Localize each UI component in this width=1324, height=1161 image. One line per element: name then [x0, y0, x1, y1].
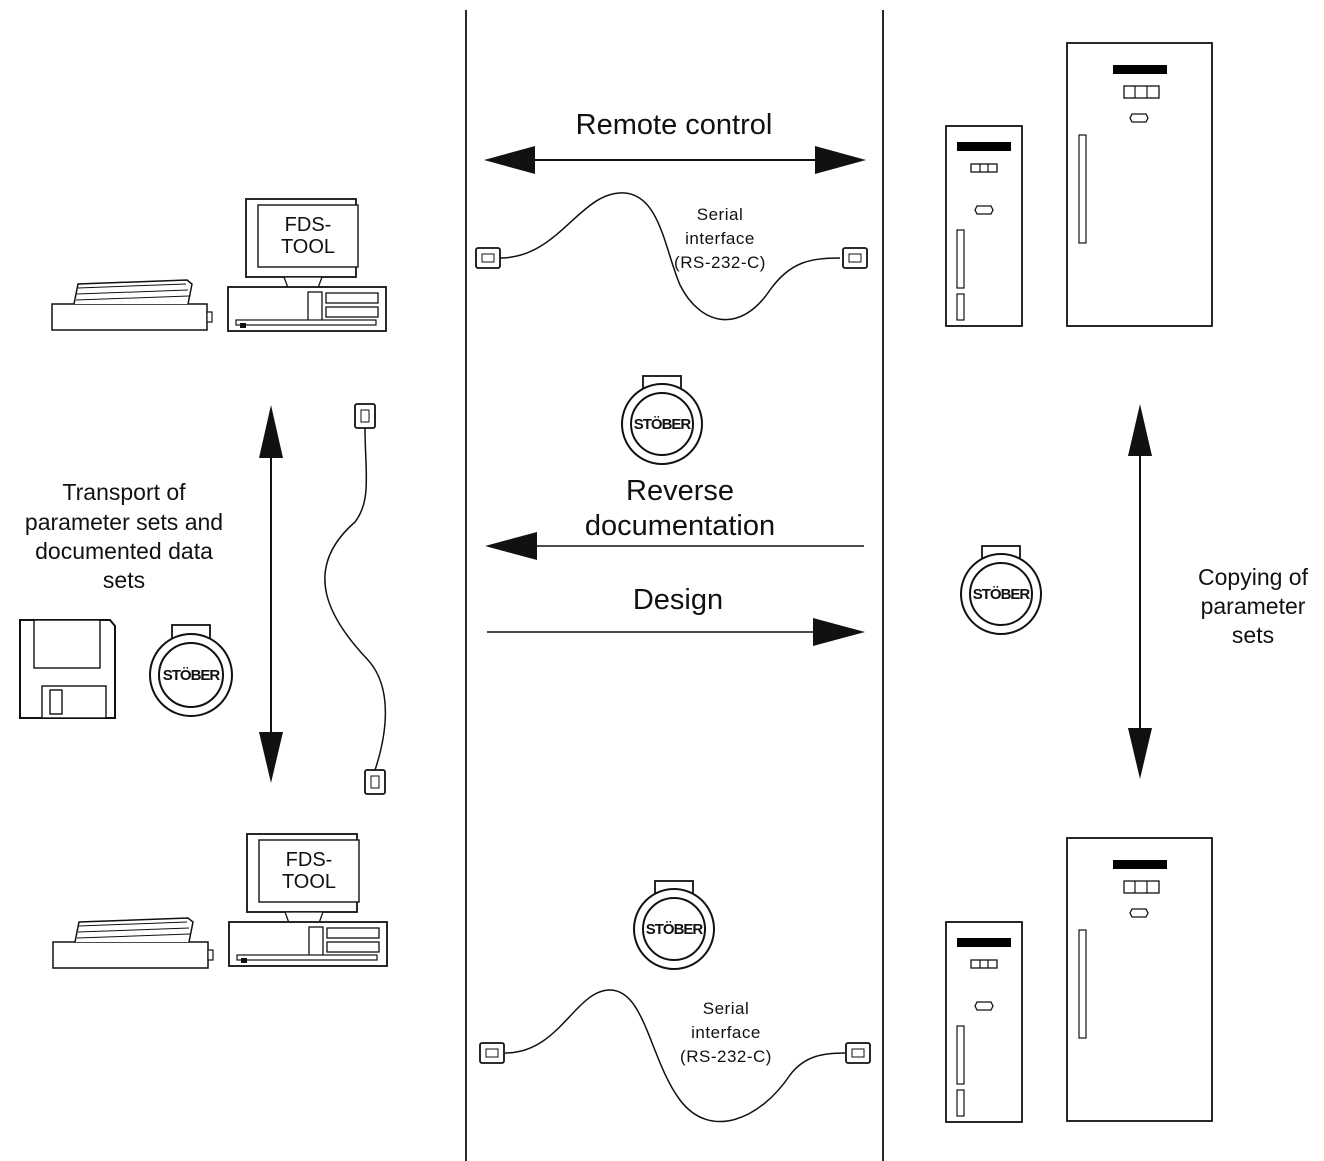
svg-text:parameter: parameter	[1201, 593, 1306, 619]
design-arrow	[487, 618, 865, 646]
serial-cable-bottom	[479, 989, 871, 1123]
pc-monitor-icon: FDS- TOOL	[245, 198, 359, 289]
pc-station-bottom: FDS- TOOL	[52, 833, 388, 969]
plug-icon	[479, 1042, 505, 1064]
pc-station-top: FDS- TOOL	[51, 198, 387, 332]
pc-base-icon	[228, 921, 388, 967]
plug-icon	[354, 403, 376, 429]
svg-text:Reverse: Reverse	[626, 475, 734, 507]
remote-control-label: Remote control	[576, 109, 773, 141]
serial-interface-label-top: Serial interface (RS-232-C)	[674, 205, 766, 272]
pc-screen-line-1: FDS-	[285, 214, 332, 236]
svg-text:Copying of: Copying of	[1198, 564, 1309, 590]
remote-control-arrow	[484, 146, 866, 174]
stober-logo-text: STÖBER	[973, 586, 1031, 603]
stober-controlbox-icon: STÖBER	[960, 545, 1042, 635]
stober-logo-text: STÖBER	[646, 921, 704, 938]
plug-icon	[845, 1042, 871, 1064]
svg-text:(RS-232-C): (RS-232-C)	[680, 1047, 772, 1066]
serial-interface-label-bottom: Serial interface (RS-232-C)	[680, 999, 772, 1066]
svg-text:(RS-232-C): (RS-232-C)	[674, 253, 766, 272]
svg-text:sets: sets	[103, 567, 145, 593]
transport-double-arrow	[259, 405, 283, 783]
svg-text:documentation: documentation	[585, 510, 775, 542]
copying-double-arrow	[1128, 404, 1152, 779]
printer-icon	[52, 917, 214, 969]
reverse-documentation-label: Reverse documentation	[585, 475, 775, 542]
stober-controlbox-icon: STÖBER	[621, 375, 703, 465]
drive-large-top-icon	[1066, 42, 1213, 327]
stober-controlbox-icon: STÖBER	[149, 624, 233, 717]
svg-text:Serial: Serial	[703, 999, 749, 1018]
stober-logo-text: STÖBER	[163, 667, 221, 684]
transport-label: Transport of parameter sets and document…	[25, 479, 223, 593]
svg-text:Serial: Serial	[697, 205, 743, 224]
svg-text:interface: interface	[691, 1023, 761, 1042]
pc-screen-line-2: TOOL	[281, 236, 335, 258]
reverse-documentation-arrow	[485, 532, 864, 560]
svg-text:documented data: documented data	[35, 538, 213, 564]
drive-large-bottom-icon	[1066, 837, 1213, 1122]
pc-screen-line-1: FDS-	[286, 849, 333, 871]
stober-controlbox-icon: STÖBER	[633, 880, 715, 970]
plug-icon	[364, 769, 386, 795]
cable-vertical	[324, 403, 387, 795]
plug-icon	[842, 247, 868, 269]
svg-text:parameter sets and: parameter sets and	[25, 509, 223, 535]
design-label: Design	[633, 584, 723, 616]
stober-logo-text: STÖBER	[634, 416, 692, 433]
pc-base-icon	[227, 286, 387, 332]
pc-screen-line-2: TOOL	[282, 871, 336, 893]
pc-monitor-icon: FDS- TOOL	[246, 833, 360, 924]
copying-label: Copying of parameter sets	[1198, 564, 1309, 648]
drive-small-top-icon	[945, 125, 1023, 327]
svg-text:Transport of: Transport of	[62, 479, 186, 505]
plug-icon	[475, 247, 501, 269]
svg-text:interface: interface	[685, 229, 755, 248]
floppy-disk-icon	[19, 619, 116, 719]
serial-cable-top	[475, 192, 868, 321]
printer-icon	[51, 279, 213, 331]
svg-text:sets: sets	[1232, 622, 1274, 648]
drive-small-bottom-icon	[945, 921, 1023, 1123]
